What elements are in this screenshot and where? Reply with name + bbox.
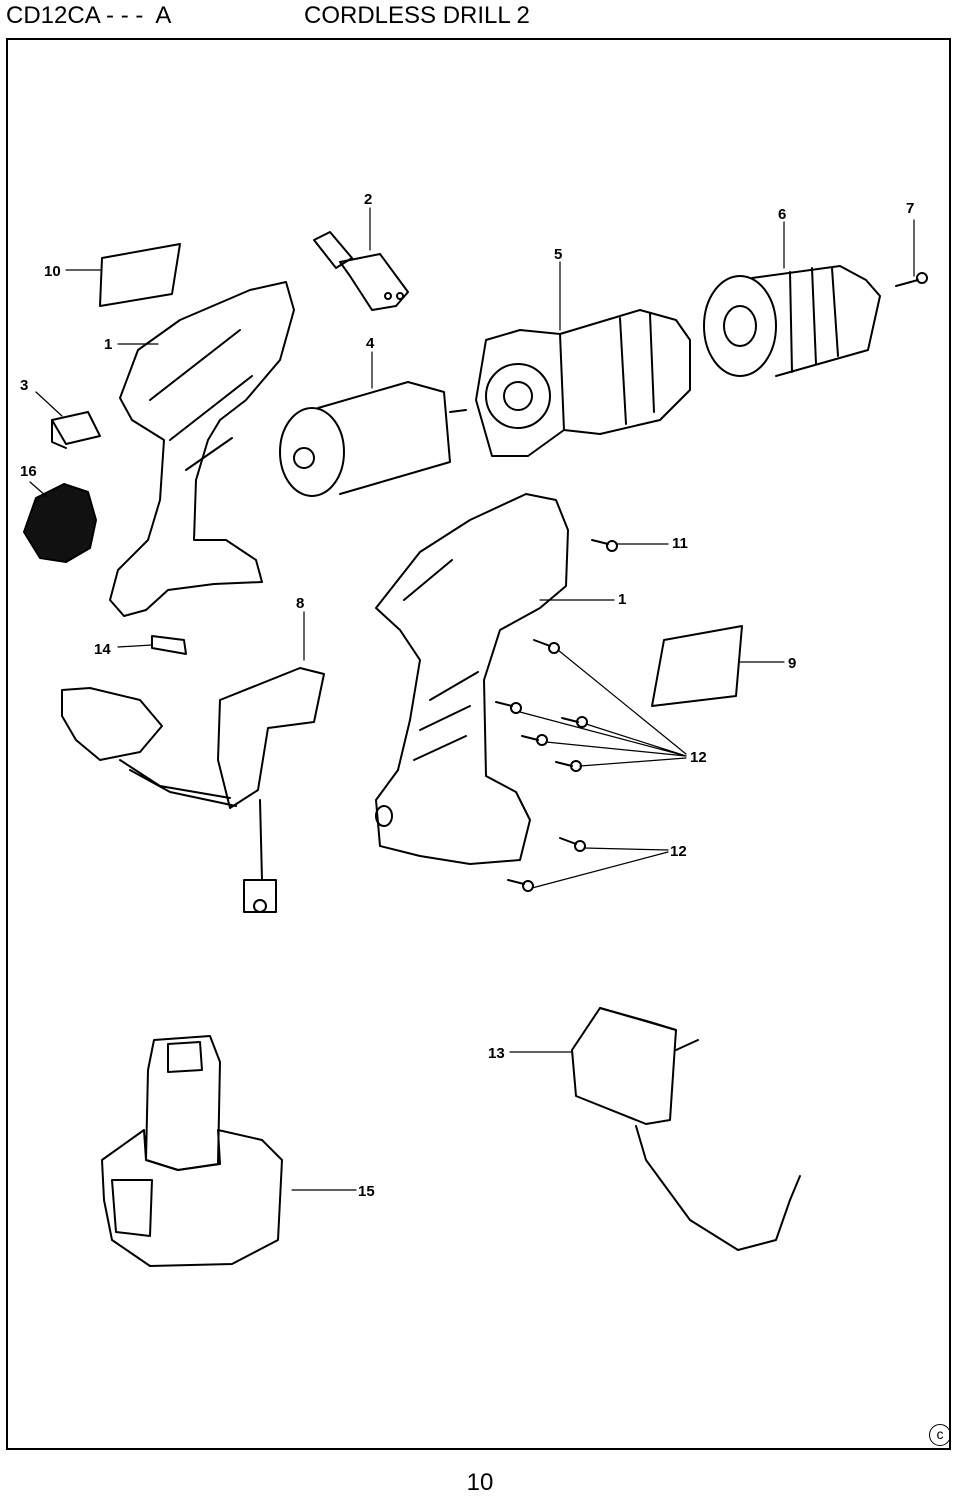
- part-battery: [101, 1035, 283, 1267]
- callout-7: 7: [906, 200, 914, 217]
- callout-1b: 1: [618, 591, 626, 608]
- callout-8: 8: [296, 595, 304, 612]
- callout-1a: 1: [104, 336, 112, 353]
- callout-11: 11: [672, 535, 688, 552]
- callout-10: 10: [44, 263, 61, 280]
- part-gearbox: [475, 309, 691, 457]
- part-label-sheet: [99, 243, 181, 307]
- callout-4: 4: [366, 335, 375, 352]
- part-terminal-clip: [313, 231, 409, 311]
- callout-labels: 2 6 7 5 10 1 4 3 16 11 1 8 9 14 12 12 13…: [20, 191, 914, 1200]
- part-rubber-grip: [23, 483, 97, 563]
- page-number: 10: [466, 1469, 494, 1496]
- page-title: CORDLESS DRILL 2: [304, 2, 530, 29]
- callout-6: 6: [778, 206, 786, 223]
- part-switch-assembly: [61, 667, 325, 913]
- part-pin: [151, 635, 187, 655]
- part-screw-11: [591, 539, 618, 552]
- callout-15: 15: [358, 1183, 375, 1200]
- leader-lines: [29, 207, 915, 1191]
- callout-14: 14: [94, 641, 111, 658]
- callout-9: 9: [788, 655, 796, 672]
- copyright-symbol: c: [929, 1424, 951, 1446]
- part-housing-left-half: [109, 281, 295, 617]
- part-motor: [279, 381, 467, 497]
- callout-13: 13: [488, 1045, 505, 1062]
- callout-16: 16: [20, 463, 37, 480]
- callout-12b: 12: [670, 843, 687, 860]
- part-housing-assembled: [375, 493, 569, 865]
- part-chuck: [703, 265, 881, 377]
- callout-12a: 12: [690, 749, 707, 766]
- callout-5: 5: [554, 246, 562, 263]
- part-switch-block: [51, 411, 101, 449]
- part-charger: [571, 1007, 801, 1251]
- callout-3: 3: [20, 377, 28, 394]
- model-number: CD12CA - - - A: [6, 2, 172, 29]
- diagram-frame: [6, 38, 951, 1450]
- part-screws-12: [495, 639, 588, 892]
- part-label-sheet-9: [651, 625, 743, 707]
- part-chuck-screw: [895, 272, 928, 287]
- callout-2: 2: [364, 191, 372, 208]
